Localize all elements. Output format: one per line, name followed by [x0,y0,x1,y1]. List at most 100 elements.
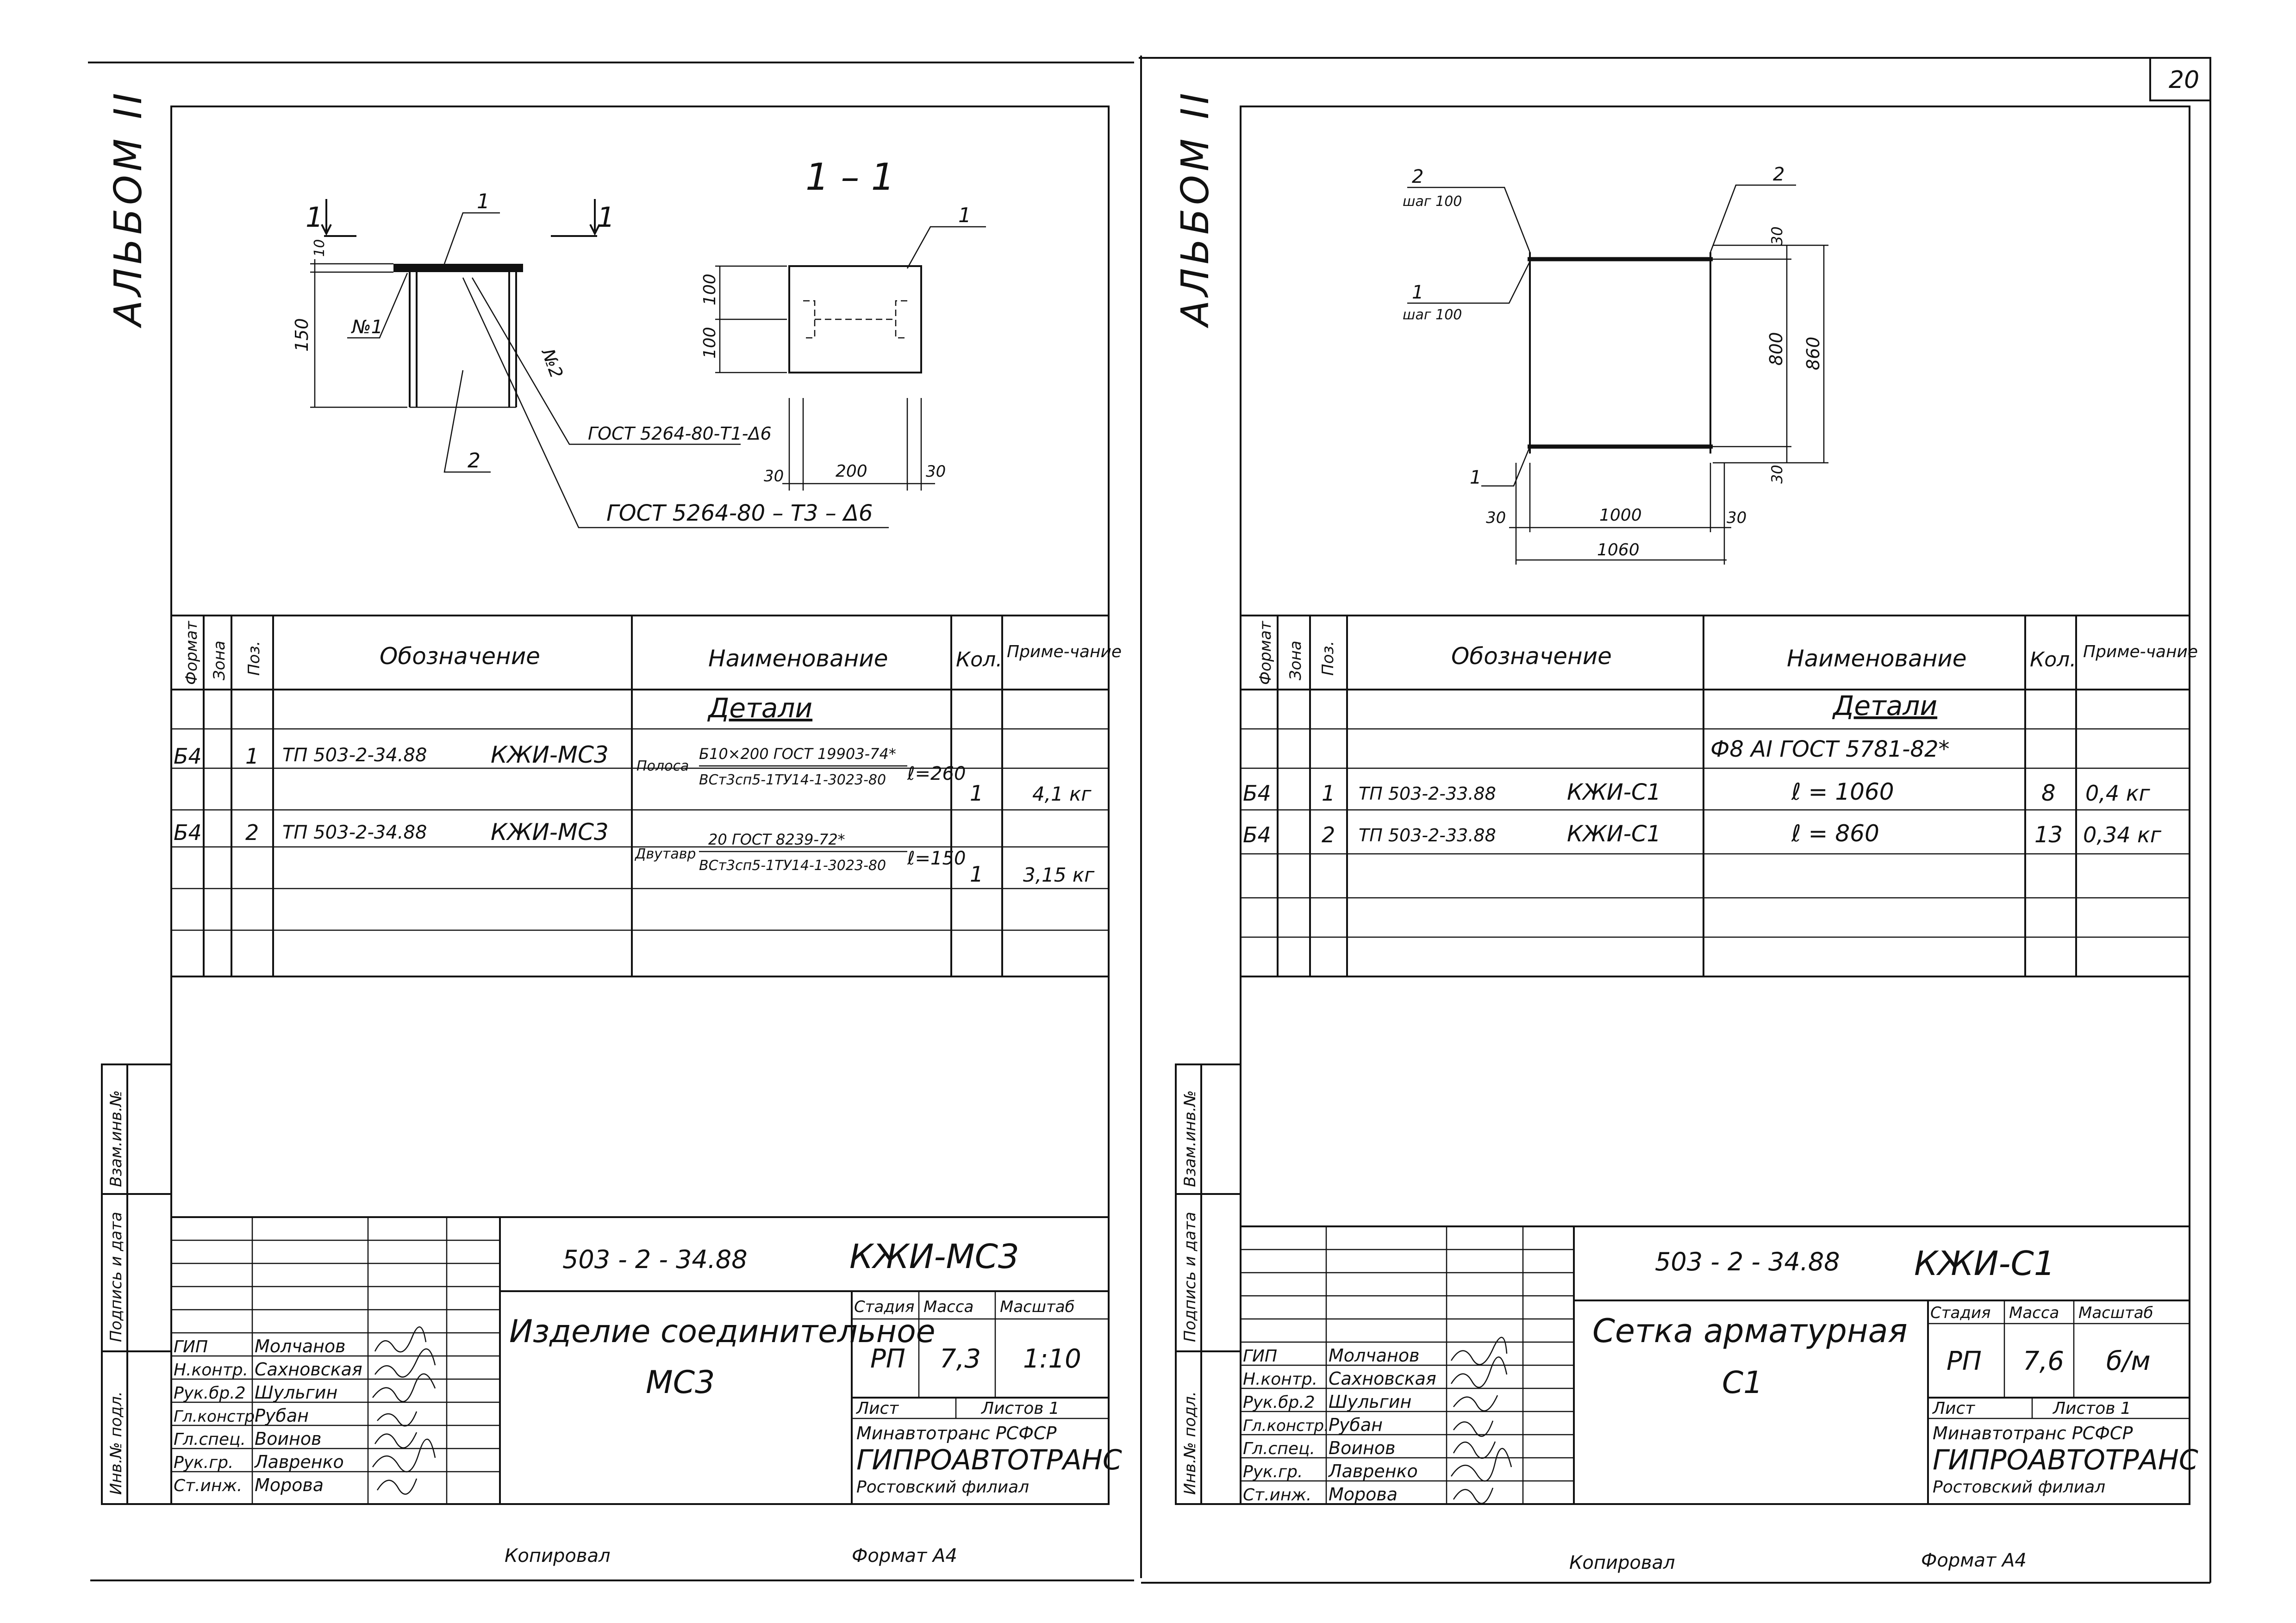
tb-title-1: Изделие соединительное [509,1313,936,1350]
person-role-1: Н.контр. [1243,1370,1317,1389]
page-number: 20 [2169,66,2199,94]
tb-mark: КЖИ-МС3 [849,1237,1019,1276]
row1-name-prefix: Полоса [636,758,689,774]
spec-header-pos: Поз. [1319,641,1337,676]
tb-org-3: Ростовский филиал [856,1478,1029,1497]
row1-qty: 8 [2041,780,2056,806]
row1-pos: 1 [1322,781,1335,806]
person-role-1: Н.контр. [174,1361,248,1380]
row2-qty: 13 [2034,822,2063,848]
row2-qty: 1 [970,862,983,887]
person-name-6: Морова [255,1475,324,1495]
spec-header-qty: Кол. [2030,648,2076,672]
row1-note: 4,1 кг [1032,783,1092,805]
row1-format: Б4 [174,744,202,769]
row2-pos: 2 [245,820,259,845]
page-frame: 20 [88,56,2211,1584]
spec-table [1241,615,2190,977]
sheet-right: АЛЬБОМ II Инв.№ подл. Подпись и дата Вза… [1173,89,2198,1573]
row2-name-bottom: ВСт3сп5-1ТУ14-1-3023-80 [699,858,886,874]
tb-title-1: Сетка арматурная [1592,1312,1908,1350]
person-role-0: ГИП [1243,1347,1277,1366]
dim-150: 150 [292,318,312,352]
row2-length: ℓ=150 [907,848,966,869]
spec-header-designation: Обозначение [1451,643,1612,670]
person-role-3: Гл.констр. [1243,1417,1329,1435]
person-role-6: Ст.инж. [1243,1486,1311,1505]
drawing-mc3: 1 1 1 2 №1 ГОСТ 5264-80-Т1-Δ6 [292,155,986,529]
person-role-6: Ст.инж. [174,1476,242,1495]
tb-title-2: МС3 [646,1364,715,1401]
tb-org-1: Минавтотранс РСФСР [856,1423,1056,1443]
person-name-0: Молчанов [1329,1345,1420,1366]
sheet-left: АЛЬБОМ II Инв.№ подл. Подпись и дата Вза… [101,89,1122,1567]
tb-code: 503 - 2 - 34.88 [1655,1247,1840,1276]
tb-mass: 7,6 [2023,1346,2064,1376]
person-role-0: ГИП [174,1337,208,1356]
spec-table [171,615,1109,977]
side-replace-label: Взам.инв.№ [1181,1090,1199,1187]
signatures [1450,1337,1512,1504]
spec-header-designation: Обозначение [380,643,540,670]
drawing-mesh-c1: 2 шаг 100 1 шаг 100 2 1 30 800 860 30 [1403,164,1828,565]
row2-note: 3,15 кг [1023,864,1095,886]
side-replace-label: Взам.инв.№ [107,1090,125,1187]
person-name-5: Лавренко [254,1452,344,1472]
spec-header-note: Приме-чание [1007,642,1122,661]
row1-designation: ТП 503-2-34.88 [282,745,427,766]
row1-name: ℓ = 1060 [1791,778,1894,805]
sheet-frame [170,106,1110,1505]
person-name-3: Рубан [1329,1415,1383,1435]
person-role-5: Рук.гр. [174,1453,233,1472]
dim-10: 10 [312,239,328,257]
tb-scale-label: Масштаб [2078,1304,2153,1322]
person-name-1: Сахновская [255,1359,362,1380]
tb-scale: б/м [2106,1346,2151,1376]
spec-subsection: Ф8 АI ГОСТ 5781-82* [1710,736,1950,762]
tb-sheets-label: Листов 1 [980,1399,1060,1418]
person-role-4: Гл.спец. [1243,1439,1315,1458]
side-stamp: Инв.№ подл. Подпись и дата Взам.инв.№ [1175,1063,1242,1505]
row2-designation: ТП 503-2-34.88 [282,822,427,843]
tb-mass: 7,3 [940,1344,981,1374]
tb-mass-label: Масса [2009,1304,2059,1322]
tb-org-2: ГИПРОАВТОТРАНС [1933,1444,2198,1476]
spec-header-format: Формат [1256,621,1275,685]
pos-label-2: 2 [468,449,480,473]
tb-scale-label: Масштаб [1000,1298,1075,1316]
row2-format: Б4 [1243,822,1271,847]
section-rect [788,265,922,373]
footer-format: Формат А4 [1921,1550,2027,1571]
mesh-label-1: 1 [1412,282,1423,303]
row1-pos: 1 [245,744,259,769]
footer-format: Формат А4 [852,1545,957,1567]
tb-stage: РП [870,1344,905,1374]
side-sign-label: Подпись и дата [107,1212,125,1342]
dim-30-left: 30 [764,467,784,485]
tb-mark: КЖИ-С1 [1914,1244,2055,1283]
row2-format: Б4 [174,820,202,845]
row1-length: ℓ=260 [907,763,966,784]
dim-30-top: 30 [1768,226,1786,245]
person-name-4: Воинов [1329,1438,1396,1458]
tb-scale: 1:10 [1023,1344,1081,1374]
side-inv-label: Инв.№ подл. [1181,1391,1199,1495]
person-name-1: Сахновская [1329,1368,1436,1389]
tb-sheets-label: Листов 1 [2052,1399,2131,1418]
person-name-5: Лавренко [1328,1461,1418,1481]
row2-mark: КЖИ-С1 [1567,821,1661,847]
spec-header-format: Формат [182,621,201,685]
row1-qty: 1 [970,781,983,806]
plate-elevation [393,264,523,272]
mesh-label-2b: 2 [1773,164,1784,185]
tb-stage-label: Стадия [1930,1304,1990,1322]
dim-30-right: 30 [1727,509,1747,527]
dim-200: 200 [836,462,867,481]
person-role-2: Рук.бр.2 [1243,1393,1315,1412]
tb-mass-label: Масса [923,1298,973,1316]
row2-pos: 2 [1322,822,1335,847]
pos-label-1: 1 [477,190,490,213]
row2-name-prefix: Двутавр [634,846,696,862]
tb-org-1: Минавтотранс РСФСР [1933,1423,2133,1443]
